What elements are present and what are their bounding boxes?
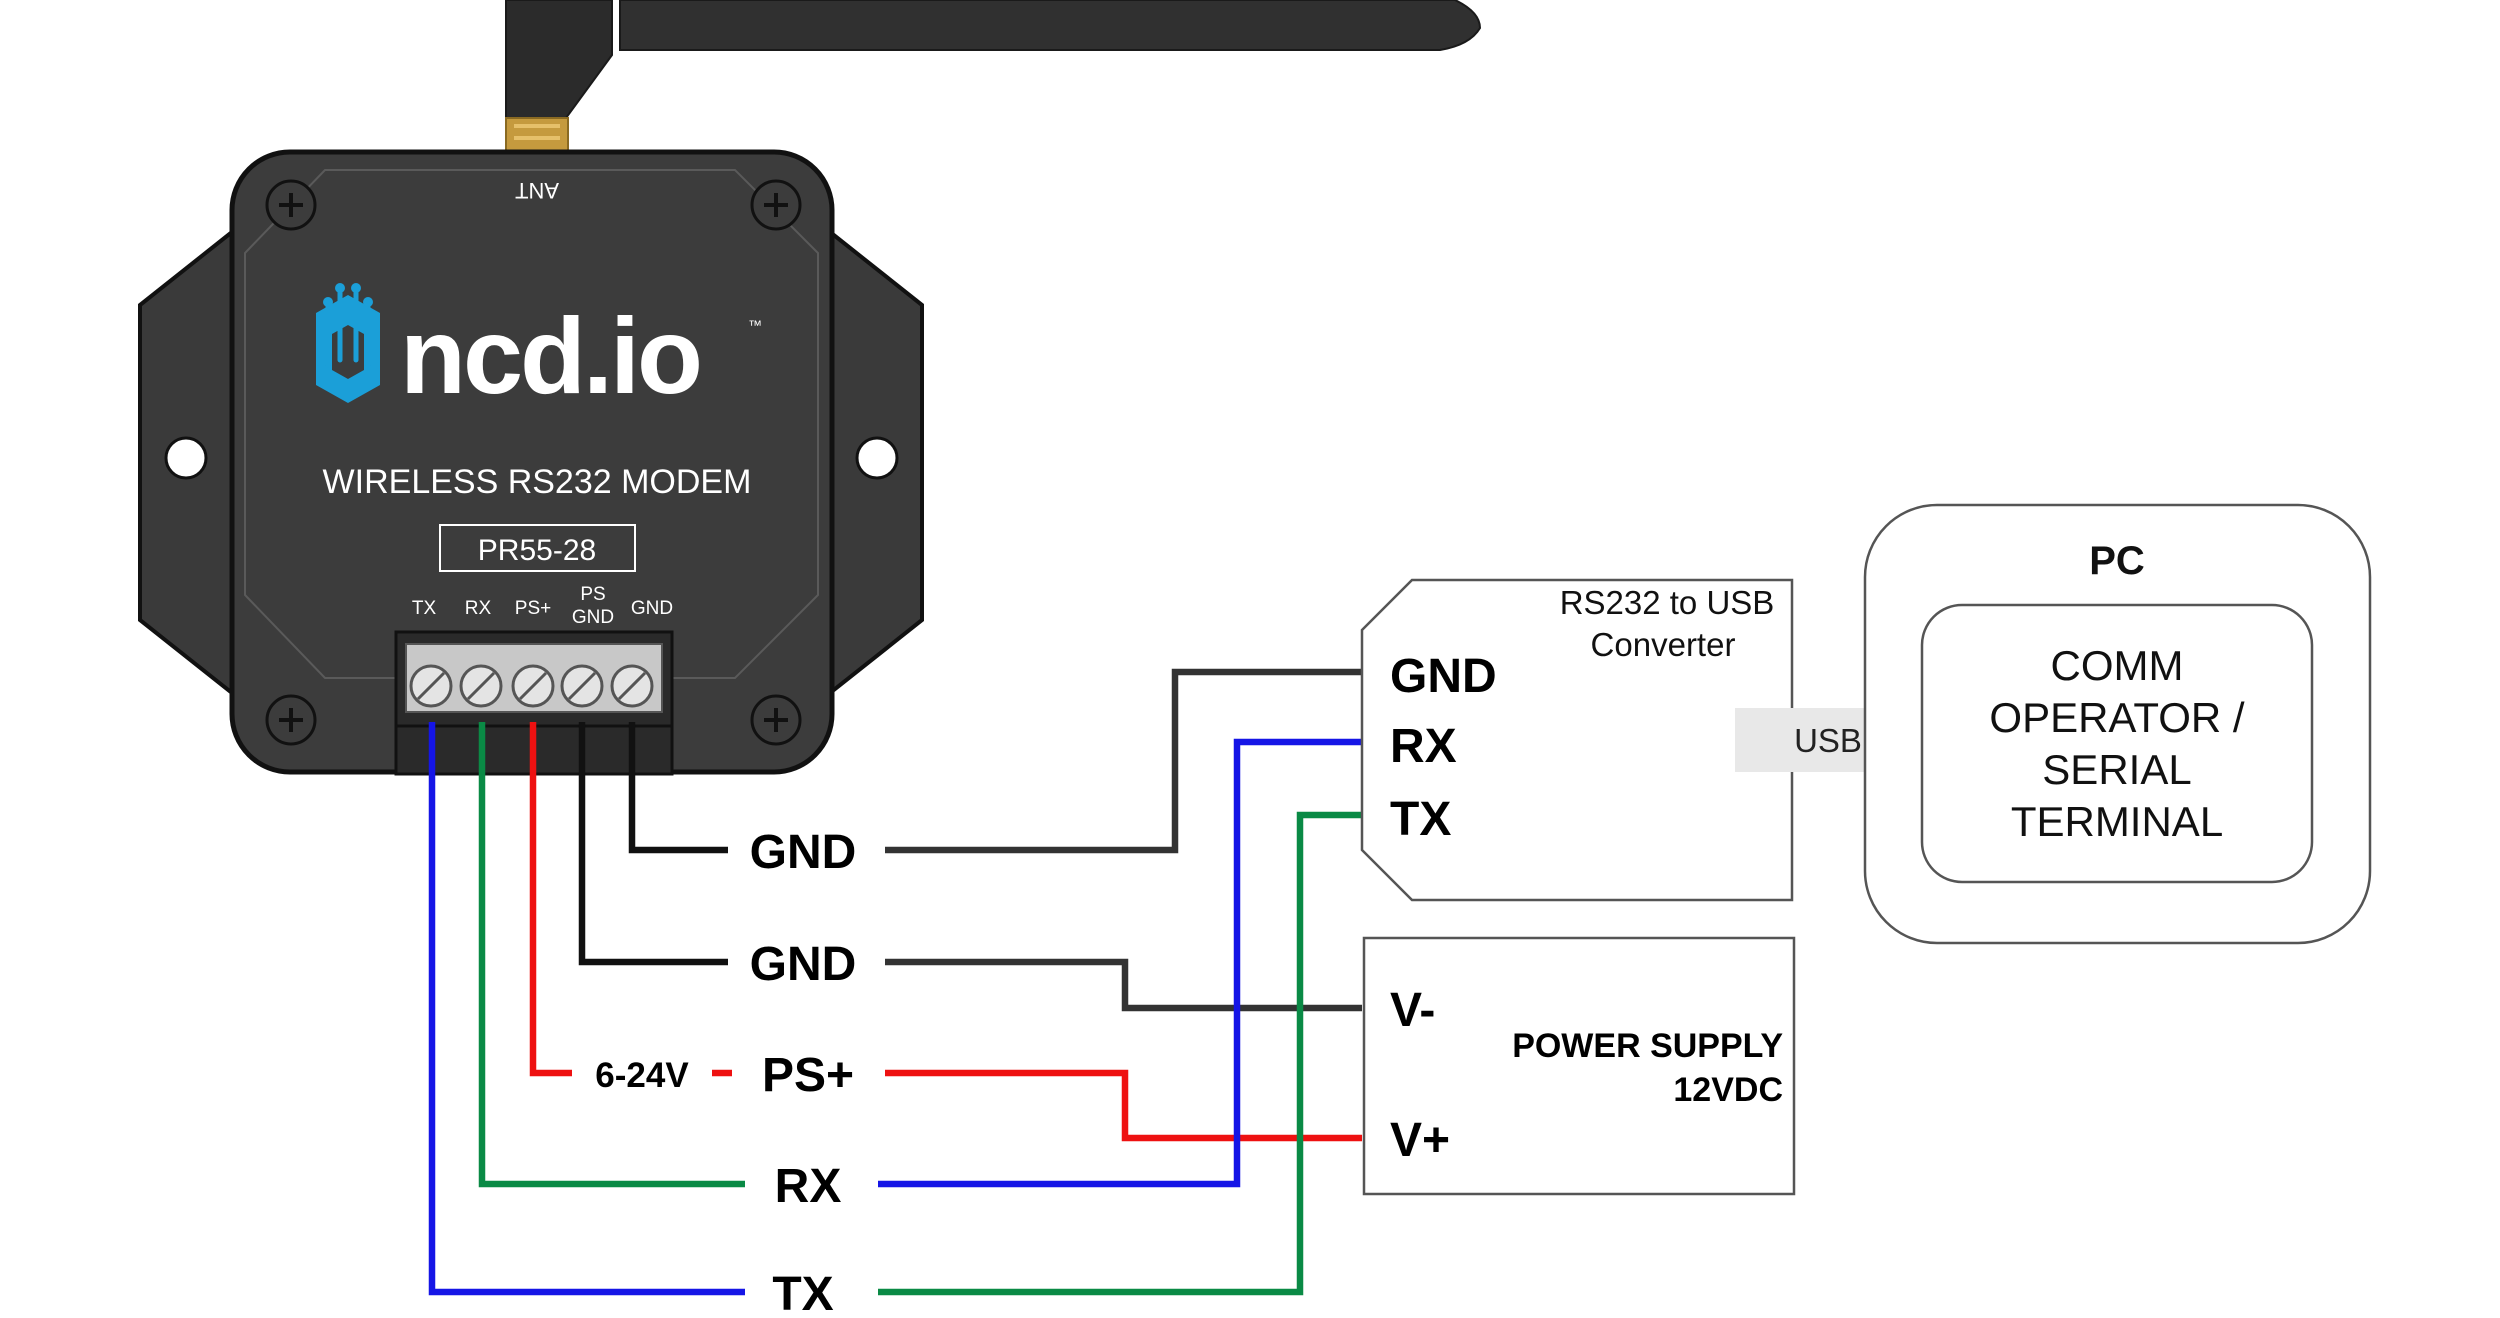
power-supply: POWER SUPPLY 12VDC V- V+	[1362, 936, 1796, 1196]
screw-top-right	[750, 179, 802, 231]
wires	[428, 668, 1362, 1296]
terminal-screw-gnd	[610, 664, 654, 708]
terminal-screw-ps-plus	[511, 664, 555, 708]
wire-label-ps-plus: PS+	[762, 1049, 854, 1102]
usb-label: USB	[1794, 722, 1862, 759]
wire-ps-plus-modem	[529, 722, 572, 1077]
rs232-usb-converter: RS232 to USB Converter GND RX TX	[1360, 578, 1794, 902]
converter-title-line1: RS232 to USB	[1560, 584, 1775, 621]
terminal-label-rx: RX	[465, 598, 492, 619]
terminal-label-tx: TX	[412, 598, 437, 619]
wire-gnd-power	[885, 958, 1362, 1012]
pc-box: PC COMM OPERATOR / SERIAL TERMINAL	[1863, 503, 2372, 945]
wire-gnd-modem	[628, 722, 728, 854]
modem-enclosure: ANT ncd.io ™ WIRELESS RS232 MODEM PR55-2…	[138, 149, 924, 776]
power-pin-v-plus: V+	[1390, 1114, 1450, 1167]
app-line-2: OPERATOR /	[1989, 694, 2244, 741]
brand-name: ncd.io	[400, 295, 700, 416]
antenna-label: ANT	[515, 178, 559, 203]
antenna	[505, 0, 1482, 157]
converter-pin-tx: TX	[1390, 793, 1451, 846]
trademark-symbol: ™	[748, 317, 762, 333]
app-line-3: SERIAL	[2042, 746, 2191, 793]
wire-ps-plus-power	[885, 1069, 1362, 1142]
model-box	[439, 524, 636, 572]
mount-hole-left	[164, 436, 208, 480]
pc-title: PC	[2089, 539, 2145, 583]
wire-tx-modem	[428, 722, 745, 1296]
ncd-logo-icon	[316, 283, 380, 403]
wire-label-gnd-bottom: GND	[750, 938, 857, 991]
modem-title: WIRELESS RS232 MODEM	[323, 463, 752, 501]
wire-label-voltage-range: 6-24V	[595, 1056, 689, 1095]
terminal-screw-tx	[409, 664, 453, 708]
converter-title-line2: Converter	[1591, 626, 1736, 663]
screw-bottom-left	[265, 694, 317, 746]
wire-label-tx: TX	[772, 1268, 833, 1318]
terminal-label-ps: PS	[580, 584, 605, 605]
wire-ps-gnd-modem	[578, 722, 728, 966]
wire-gnd-converter	[885, 668, 1362, 854]
serial-terminal-app: COMM OPERATOR / SERIAL TERMINAL	[1920, 603, 2314, 884]
wire-rx-converter	[878, 738, 1362, 1188]
screw-bottom-right	[750, 694, 802, 746]
model-number: PR55-28	[478, 534, 596, 567]
terminal-label-ps-gnd: GND	[572, 607, 614, 628]
terminal-screw-rx	[459, 664, 503, 708]
app-line-4: TERMINAL	[2011, 798, 2223, 845]
wire-label-rx: RX	[775, 1160, 842, 1213]
wire-rx-modem	[478, 722, 745, 1188]
wire-label-gnd-top: GND	[750, 826, 857, 879]
power-pin-v-minus: V-	[1390, 984, 1435, 1037]
terminal-screw-ps-gnd	[560, 664, 604, 708]
power-supply-voltage: 12VDC	[1673, 1071, 1783, 1109]
power-supply-title: POWER SUPPLY	[1512, 1027, 1783, 1065]
screw-top-left	[265, 179, 317, 231]
wire-tx-converter	[878, 811, 1362, 1296]
app-line-1: COMM	[2051, 642, 2184, 689]
converter-pin-rx: RX	[1390, 720, 1457, 773]
mount-hole-right	[855, 436, 899, 480]
converter-pin-gnd: GND	[1390, 650, 1497, 703]
terminal-label-ps-plus: PS+	[515, 598, 551, 619]
terminal-label-gnd: GND	[631, 598, 673, 619]
